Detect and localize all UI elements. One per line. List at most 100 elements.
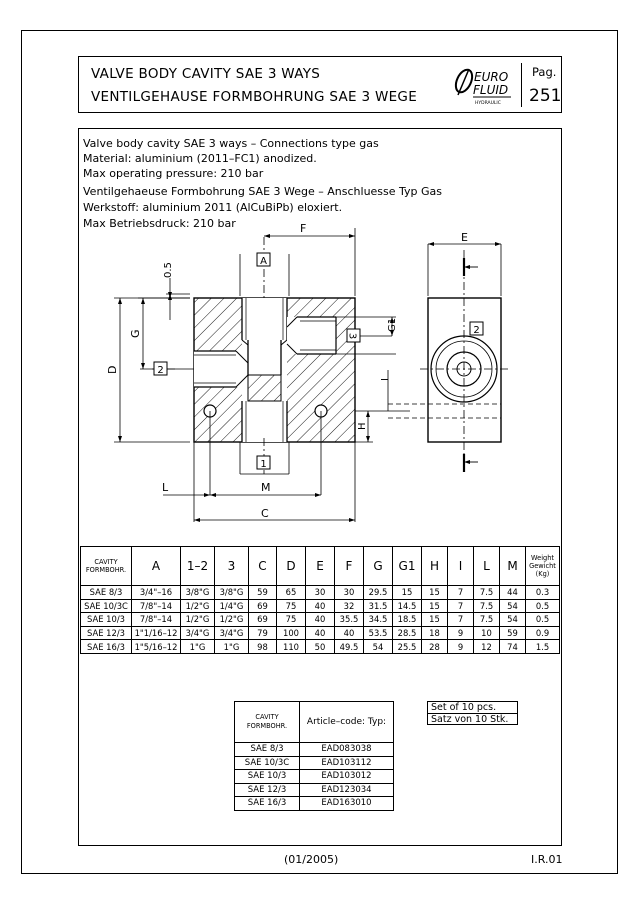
footer-date: (01/2005) (284, 853, 339, 866)
cell: 75 (276, 612, 306, 627)
cell: 7.5 (473, 612, 500, 627)
cell: 69 (248, 598, 277, 614)
article-codes-table: CAVITY FORMBOHR. Article–code: Typ: SAE … (234, 701, 394, 811)
cell: 0.9 (525, 625, 560, 641)
header-F: F (334, 546, 364, 586)
cell: 7 (447, 612, 474, 627)
cell: 49.5 (334, 639, 364, 654)
cell: 1.5 (525, 639, 560, 654)
cell: 29.5 (363, 585, 393, 600)
cell: 98 (248, 639, 277, 654)
cell: EAD083038 (299, 742, 394, 757)
svg-text:A: A (260, 256, 267, 267)
port-label-2: 2 (153, 361, 168, 376)
cell: 1/2"G (180, 612, 215, 627)
cell: 40 (334, 625, 364, 641)
cell: 40 (305, 612, 335, 627)
logo-text-euro: EURO (474, 70, 508, 84)
cell: 74 (499, 639, 526, 654)
cell: 0.3 (525, 585, 560, 600)
cell: SAE 10/3C (80, 598, 132, 614)
cell: 100 (276, 625, 306, 641)
header-A: A (131, 546, 181, 586)
set-note-box: Set of 10 pcs. Satz von 10 Stk. (427, 701, 518, 725)
dim-label-C: C (261, 507, 269, 520)
dim-label-0.5: 0.5 (163, 262, 174, 278)
technical-drawing: A 1 2 3 F 0.5 G D G1 I H L M C E 2 (106, 222, 510, 522)
cell: 54 (499, 612, 526, 627)
svg-text:2: 2 (157, 365, 163, 376)
header-I: I (447, 546, 474, 586)
cell: SAE 8/3 (80, 585, 132, 600)
content-box (78, 128, 562, 846)
desc-line-1: Valve body cavity SAE 3 ways – Connectio… (83, 137, 379, 150)
set-note-en: Set of 10 pcs. (431, 702, 497, 713)
cell: SAE 8/3 (234, 742, 300, 757)
cell: 28.5 (392, 625, 422, 641)
cell: 15 (421, 598, 448, 614)
header-G1: G1 (392, 546, 422, 586)
cell: 34.5 (363, 612, 393, 627)
svg-text:3: 3 (347, 333, 358, 339)
dim-label-D: D (106, 366, 119, 374)
cell: 7 (447, 598, 474, 614)
cell: 1"1/16–12 (131, 625, 181, 641)
footer-revision: I.R.01 (531, 853, 563, 866)
desc-line-3: Max operating pressure: 210 bar (83, 167, 264, 180)
dim-label-I: I (380, 378, 391, 381)
cell: 69 (248, 612, 277, 627)
cell: 32 (334, 598, 364, 614)
header-box: VALVE BODY CAVITY SAE 3 WAYS VENTILGEHAU… (78, 56, 562, 113)
cell: SAE 10/3 (80, 612, 132, 627)
cell: 30 (334, 585, 364, 600)
front-section-view (193, 297, 356, 443)
dim-label-E: E (461, 231, 468, 244)
cell: 75 (276, 598, 306, 614)
cell: SAE 16/3 (234, 796, 300, 811)
cell: 25.5 (392, 639, 422, 654)
table-header-row: CAVITY FORMBOHR. A 1–2 3 C D E F G G1 H … (80, 546, 560, 586)
dim-label-L: L (162, 481, 169, 494)
page-label: Pag. (532, 65, 557, 79)
cell: SAE 16/3 (80, 639, 132, 654)
cell: 15 (392, 585, 422, 600)
header-D: D (276, 546, 306, 586)
cell: 7/8"–14 (131, 612, 181, 627)
cell: 9 (447, 639, 474, 654)
cell: 1/2"G (180, 598, 215, 614)
cell: 15 (421, 585, 448, 600)
cell: 1/4"G (214, 598, 249, 614)
header-G: G (363, 546, 393, 586)
logo-text-fluid: FLUID (473, 83, 508, 97)
dim-label-F: F (300, 222, 306, 235)
cell: 18.5 (392, 612, 422, 627)
cell: 0.5 (525, 598, 560, 614)
codes-header-cavity: CAVITY FORMBOHR. (234, 701, 300, 743)
desc-line-6: Max Betriebsdruck: 210 bar (83, 217, 236, 230)
cell: 50 (305, 639, 335, 654)
cell: 3/8"G (180, 585, 215, 600)
page-number: 251 (529, 86, 562, 106)
cell: 28 (421, 639, 448, 654)
cell: 9 (447, 625, 474, 641)
cell: 65 (276, 585, 306, 600)
cell: 14.5 (392, 598, 422, 614)
cell: 44 (499, 585, 526, 600)
cell: SAE 12/3 (80, 625, 132, 641)
page-separator (521, 63, 522, 107)
desc-line-5: Werkstoff: aluminium 2011 (AlCuBiPb) elo… (83, 201, 343, 214)
dim-label-G: G (129, 329, 142, 338)
cell: 54 (363, 639, 393, 654)
desc-line-2: Material: aluminium (2011–FC1) anodized. (83, 152, 317, 165)
cell: 1"G (180, 639, 215, 654)
cell: 3/4"G (214, 625, 249, 641)
cell: 79 (248, 625, 277, 641)
svg-text:1: 1 (260, 459, 266, 470)
cell: 30 (305, 585, 335, 600)
cell: 53.5 (363, 625, 393, 641)
